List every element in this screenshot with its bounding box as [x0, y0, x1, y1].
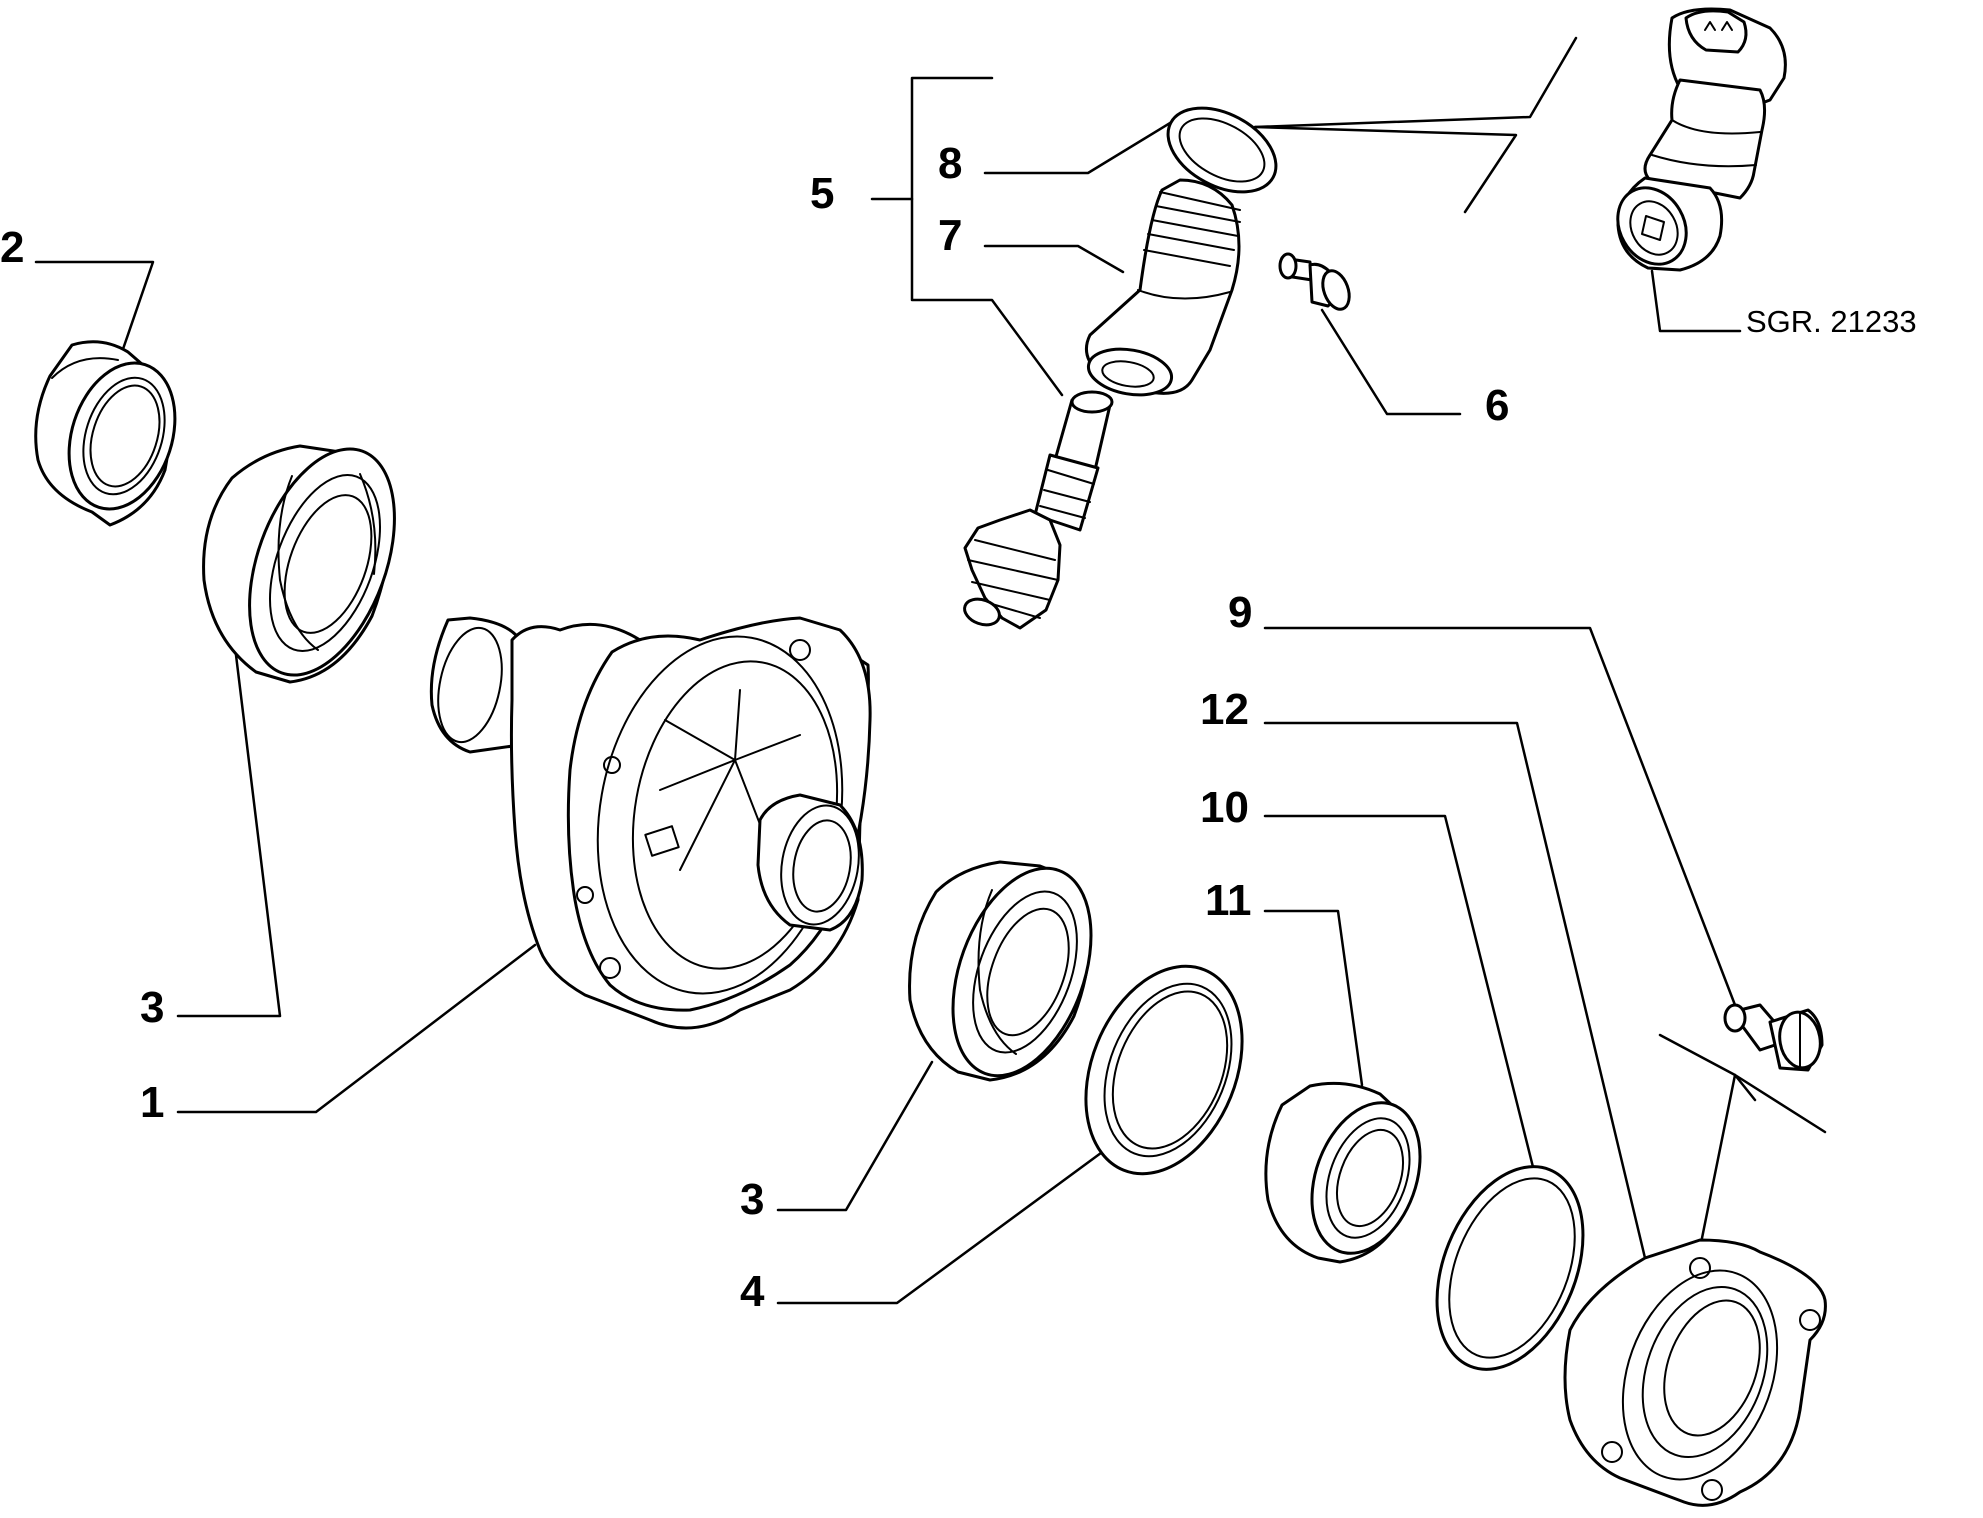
callout-4: 4	[740, 1267, 765, 1316]
leader-line-1	[176, 943, 537, 1114]
callout-11: 11	[1205, 876, 1252, 925]
part-3-ball-bearing-left	[202, 444, 396, 684]
part-9-bolt	[1723, 1003, 1824, 1072]
leader-line-6	[1320, 308, 1462, 416]
callout-8: 8	[938, 139, 962, 188]
leader-line-3-right	[776, 1060, 934, 1212]
part-10-shim-ring	[1435, 1165, 1585, 1371]
leader-line-sgr	[1650, 269, 1742, 333]
speed-sensor	[1616, 7, 1787, 272]
part-5-drive-gear-shaft	[963, 390, 1114, 630]
leader-line-7	[983, 244, 1125, 274]
part-8-o-ring	[1166, 106, 1278, 194]
part-4-seal-ring	[1084, 964, 1244, 1176]
callout-9: 9	[1228, 588, 1252, 637]
cover-break-line-lower	[1698, 1073, 1757, 1250]
part-7-gear-bush	[1084, 178, 1241, 397]
leader-line-4	[776, 1148, 1107, 1305]
leader-line-9	[1263, 626, 1737, 1007]
leader-line-11	[1263, 909, 1364, 1087]
part-6-screw	[1278, 252, 1351, 311]
leader-line-2	[34, 260, 155, 354]
part-3-ball-bearing-right	[908, 860, 1093, 1082]
callout-2: 2	[0, 223, 24, 272]
callout-6: 6	[1485, 381, 1509, 430]
sensor-break-line-lower	[1253, 125, 1518, 214]
callout-3-left: 3	[140, 983, 164, 1032]
leader-lines	[34, 36, 1827, 1305]
leader-line-3-left	[176, 653, 282, 1018]
part-2-bearing-ring	[34, 340, 177, 527]
part-11-bearing-ring	[1264, 1081, 1422, 1264]
callout-7: 7	[938, 211, 962, 260]
sensor-break-line-upper	[1253, 36, 1578, 129]
callout-5: 5	[810, 169, 834, 218]
callout-12: 12	[1200, 685, 1249, 734]
leader-line-10	[1263, 814, 1539, 1185]
callouts: 2 3 1 5 8 7 6 SGR. 21233 9 12 10 11 3 4	[0, 139, 1917, 1316]
part-12-cover-flange	[1563, 1238, 1827, 1507]
callout-10: 10	[1200, 783, 1249, 832]
leader-line-12	[1263, 721, 1647, 1260]
part-1-differential-housing	[429, 616, 872, 1030]
leader-line-5-bracket	[910, 76, 1064, 397]
reference-code: SGR. 21233	[1746, 304, 1917, 339]
leader-line-8	[983, 118, 1177, 175]
callout-3-right: 3	[740, 1175, 764, 1224]
callout-1: 1	[140, 1078, 164, 1127]
